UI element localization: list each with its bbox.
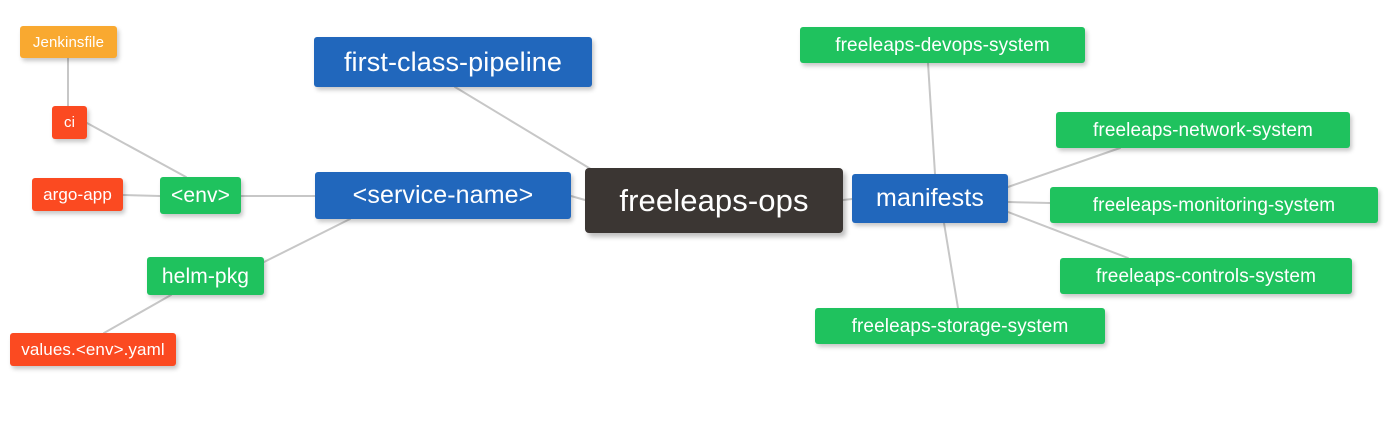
edge-freeleaps-ops-to-service-name [570, 195, 586, 201]
node-ci[interactable]: ci [52, 106, 87, 139]
node-freeleaps-ops[interactable]: freeleaps-ops [585, 168, 843, 233]
edge-env-to-argo-app [122, 194, 161, 197]
node-freeleaps-storage-system[interactable]: freeleaps-storage-system [815, 308, 1105, 344]
node-values-env-yaml[interactable]: values.<env>.yaml [10, 333, 176, 366]
edge-manifests-to-freeleaps-network-system [1007, 147, 1121, 188]
node-freeleaps-devops-system[interactable]: freeleaps-devops-system [800, 27, 1085, 63]
node-env[interactable]: <env> [160, 177, 241, 214]
edge-helm-pkg-to-values-env-yaml [103, 294, 172, 334]
edge-env-to-ci [86, 122, 187, 178]
node-freeleaps-controls-system[interactable]: freeleaps-controls-system [1060, 258, 1352, 294]
node-first-class-pipeline[interactable]: first-class-pipeline [314, 37, 592, 87]
node-manifests[interactable]: manifests [852, 174, 1008, 223]
node-service-name[interactable]: <service-name> [315, 172, 571, 219]
node-freeleaps-network-system[interactable]: freeleaps-network-system [1056, 112, 1350, 148]
node-freeleaps-monitoring-system[interactable]: freeleaps-monitoring-system [1050, 187, 1378, 223]
edge-manifests-to-freeleaps-devops-system [927, 62, 936, 175]
edge-manifests-to-freeleaps-storage-system [943, 222, 959, 309]
edge-manifests-to-freeleaps-monitoring-system [1007, 201, 1051, 204]
edge-service-name-to-helm-pkg [263, 218, 351, 263]
edge-freeleaps-ops-to-manifests [842, 198, 853, 201]
node-jenkinsfile[interactable]: Jenkinsfile [20, 26, 117, 58]
node-argo-app[interactable]: argo-app [32, 178, 123, 211]
node-helm-pkg[interactable]: helm-pkg [147, 257, 264, 295]
edge-freeleaps-ops-to-first-class-pipeline [454, 86, 595, 172]
